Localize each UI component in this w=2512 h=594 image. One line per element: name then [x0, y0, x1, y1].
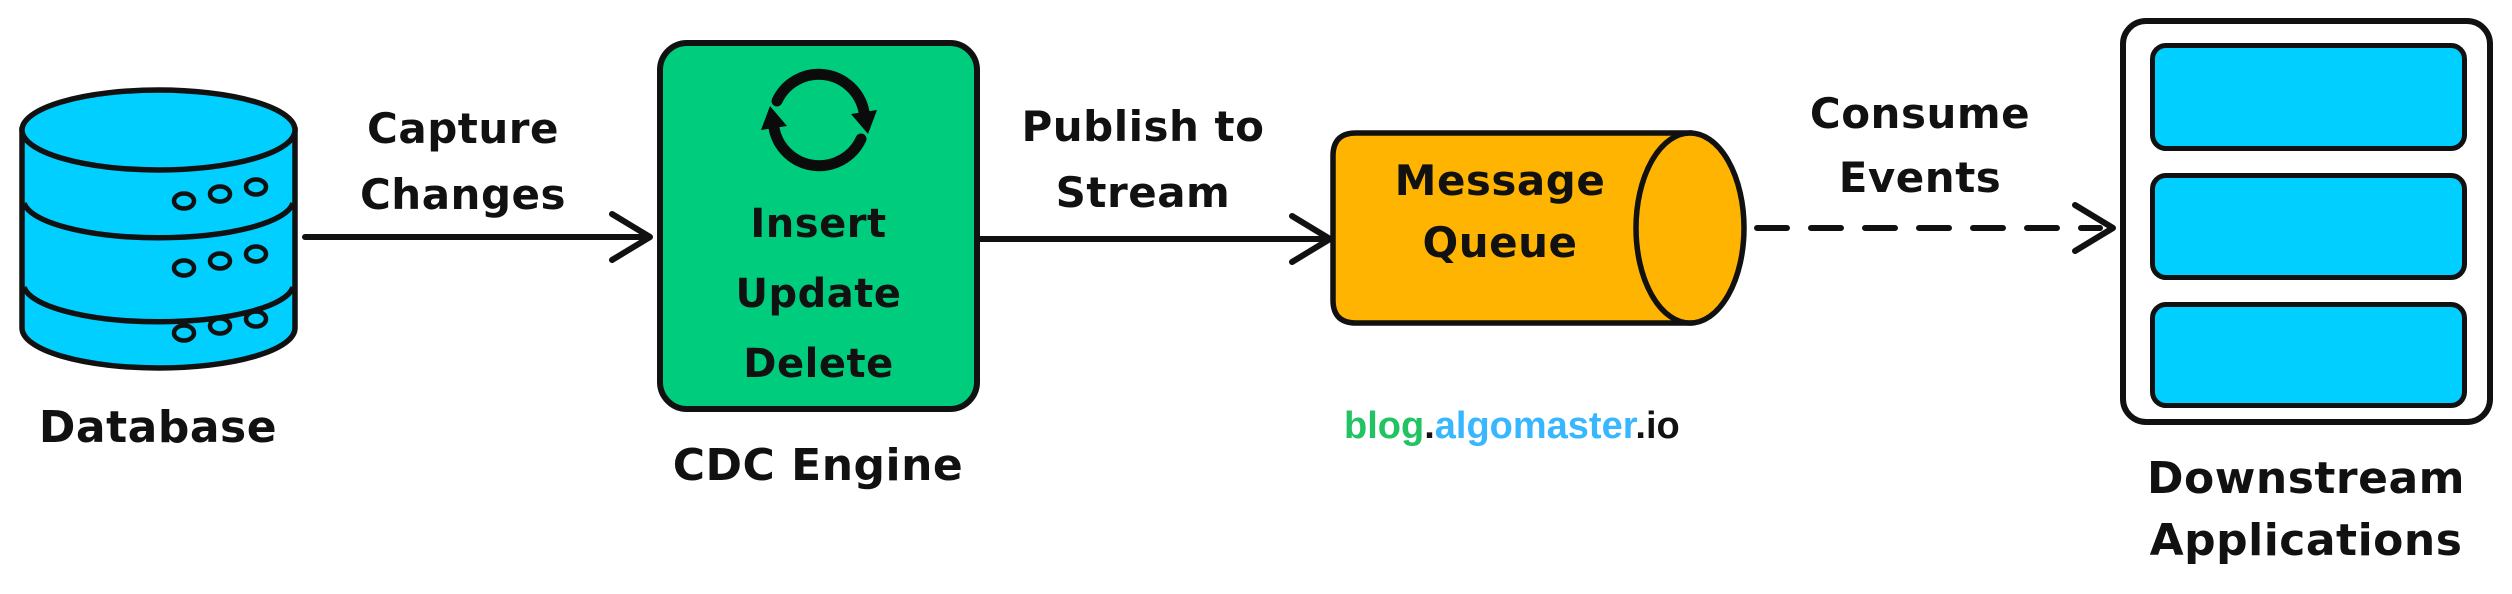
- cdc-engine-label: CDC Engine: [672, 440, 964, 491]
- message-queue-label-line1: Message: [1394, 156, 1606, 205]
- downstream-applications-node: [2120, 18, 2493, 425]
- refresh-icon: [760, 68, 877, 172]
- publish-to-stream-label: Publish to Stream: [1013, 94, 1273, 226]
- message-queue-label-line2: Queue: [1422, 218, 1578, 267]
- database-top-ellipse: [19, 87, 298, 173]
- database-band-1: [21, 202, 296, 241]
- arrow-capture-changes: [302, 211, 653, 263]
- application-rect-1: [2150, 43, 2467, 151]
- downstream-label-line2: Applications: [2149, 515, 2463, 566]
- capture-changes-line2: Changes: [359, 170, 566, 219]
- queue-body: [1330, 130, 1693, 326]
- message-queue-label: Message Queue: [1360, 150, 1640, 274]
- consume-events-label: Consume Events: [1790, 82, 2050, 210]
- database-label: Database: [38, 402, 278, 453]
- watermark-io: .io: [1635, 405, 1680, 447]
- database-dots: [171, 177, 269, 343]
- cdc-op-delete: Delete: [743, 341, 894, 387]
- database-band-2: [21, 286, 296, 325]
- downstream-label-line1: Downstream: [2146, 453, 2466, 504]
- consume-events-line1: Consume: [1809, 89, 2031, 138]
- watermark-blog-algomaster-io: blog.algomaster.io: [1344, 404, 1744, 448]
- queue-cap-ellipse: [1633, 130, 1747, 326]
- watermark-dot: .: [1424, 405, 1435, 447]
- arrow-publish-to-stream: [977, 213, 1333, 265]
- application-rect-3: [2150, 302, 2467, 408]
- publish-to-stream-line2: Stream: [1055, 168, 1231, 217]
- database-icon: [19, 87, 298, 371]
- arrow-consume-events: [1754, 202, 2116, 254]
- cdc-op-update: Update: [735, 271, 902, 317]
- capture-changes-label: Capture Changes: [333, 96, 593, 228]
- consume-events-line2: Events: [1838, 153, 2002, 202]
- watermark-algomaster: algomaster: [1434, 405, 1636, 447]
- watermark-blog: blog: [1344, 405, 1425, 447]
- publish-to-stream-line1: Publish to: [1021, 102, 1265, 151]
- capture-changes-line1: Capture: [367, 104, 559, 153]
- message-queue-icon: [1330, 130, 1747, 326]
- cdc-engine-node: Insert Update Delete: [657, 40, 980, 412]
- downstream-label: Downstream Applications: [2146, 448, 2466, 572]
- cdc-op-insert: Insert: [750, 201, 887, 247]
- application-rect-2: [2150, 173, 2467, 280]
